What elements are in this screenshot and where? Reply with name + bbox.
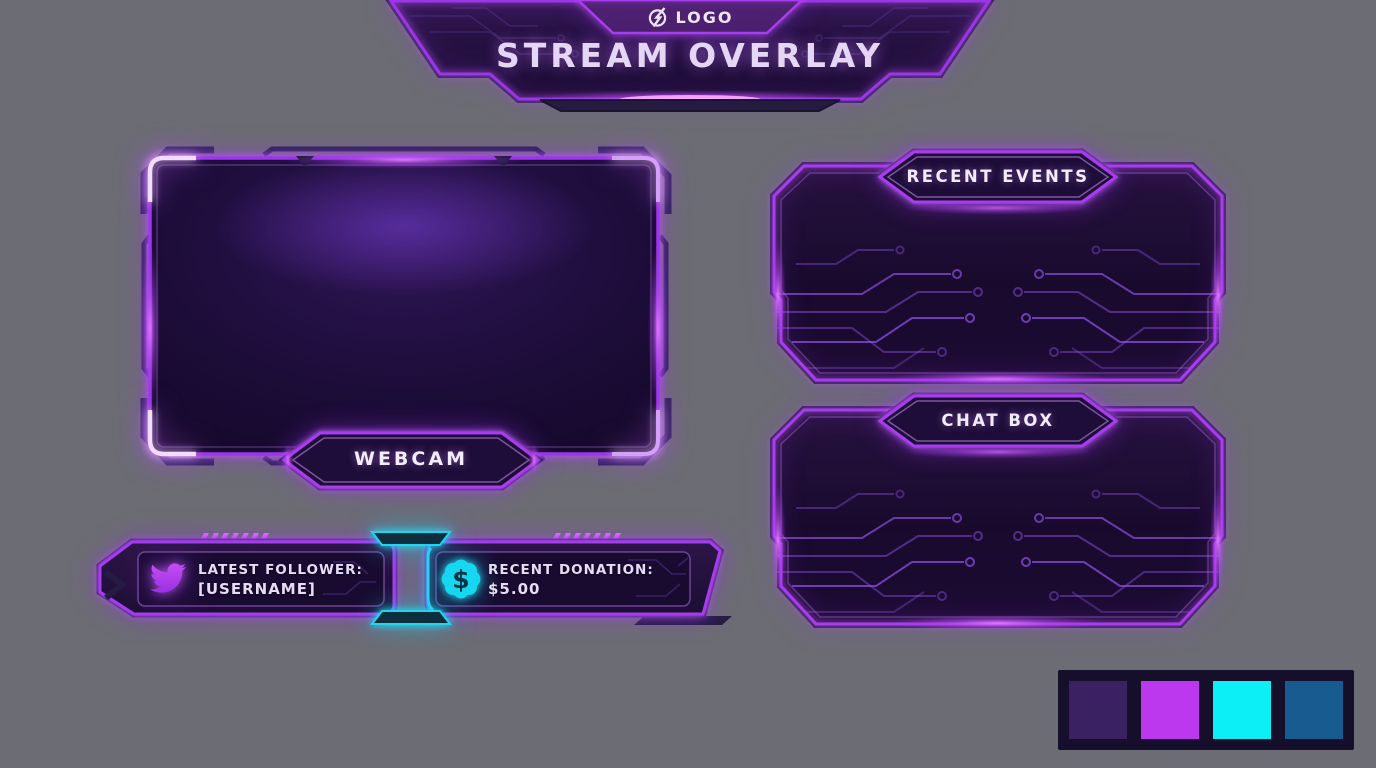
donation-label: RECENT DONATION: bbox=[488, 562, 654, 578]
donation-amount: $5.00 bbox=[488, 580, 541, 598]
color-palette bbox=[1058, 670, 1354, 750]
logo-icon bbox=[648, 6, 666, 27]
alert-bars: $ LATEST FOLLOWER: [USERNAME] RECENT DON… bbox=[88, 528, 736, 628]
palette-swatch-steel-blue bbox=[1285, 681, 1343, 739]
palette-swatch-vivid-magenta bbox=[1141, 681, 1199, 739]
alert-bars-shape: $ bbox=[96, 531, 732, 625]
follower-label: LATEST FOLLOWER: bbox=[198, 562, 363, 578]
dollar-badge-icon: $ bbox=[441, 559, 481, 599]
webcam-label-badge: WEBCAM bbox=[278, 428, 544, 492]
header-skirt bbox=[539, 99, 841, 112]
twitter-icon bbox=[150, 563, 186, 593]
follower-bar bbox=[96, 538, 398, 618]
webcam-corner-highlights bbox=[147, 155, 660, 457]
recent-events-shape bbox=[770, 148, 1226, 387]
follower-username: [USERNAME] bbox=[198, 580, 316, 598]
palette-swatch-cyan bbox=[1213, 681, 1271, 739]
connector bbox=[369, 531, 453, 625]
webcam-frame bbox=[136, 146, 676, 466]
header-circuit-decor bbox=[410, 7, 970, 58]
page-title: STREAM OVERLAY bbox=[495, 36, 885, 75]
chat-box-shape bbox=[770, 392, 1226, 631]
header-banner: LOGO STREAM OVERLAY bbox=[385, 0, 995, 112]
recent-events-title: RECENT EVENTS bbox=[906, 167, 1090, 186]
svg-text:$: $ bbox=[452, 565, 469, 594]
chat-box-badge bbox=[877, 394, 1119, 448]
logo-notch bbox=[576, 0, 804, 35]
panel-chat-box: CHAT BOX bbox=[766, 390, 1230, 631]
recent-events-badge bbox=[877, 150, 1119, 204]
webcam-badge-shape bbox=[278, 429, 544, 491]
webcam-label: WEBCAM bbox=[354, 448, 468, 470]
logo: LOGO bbox=[388, 4, 992, 30]
webcam-frame-shape bbox=[140, 146, 672, 466]
logo-label: LOGO bbox=[675, 7, 734, 27]
panel-recent-events: RECENT EVENTS bbox=[766, 146, 1230, 387]
chat-box-title: CHAT BOX bbox=[941, 411, 1055, 430]
header-banner-shape bbox=[385, 0, 995, 112]
palette-swatch-dark-violet bbox=[1069, 681, 1127, 739]
